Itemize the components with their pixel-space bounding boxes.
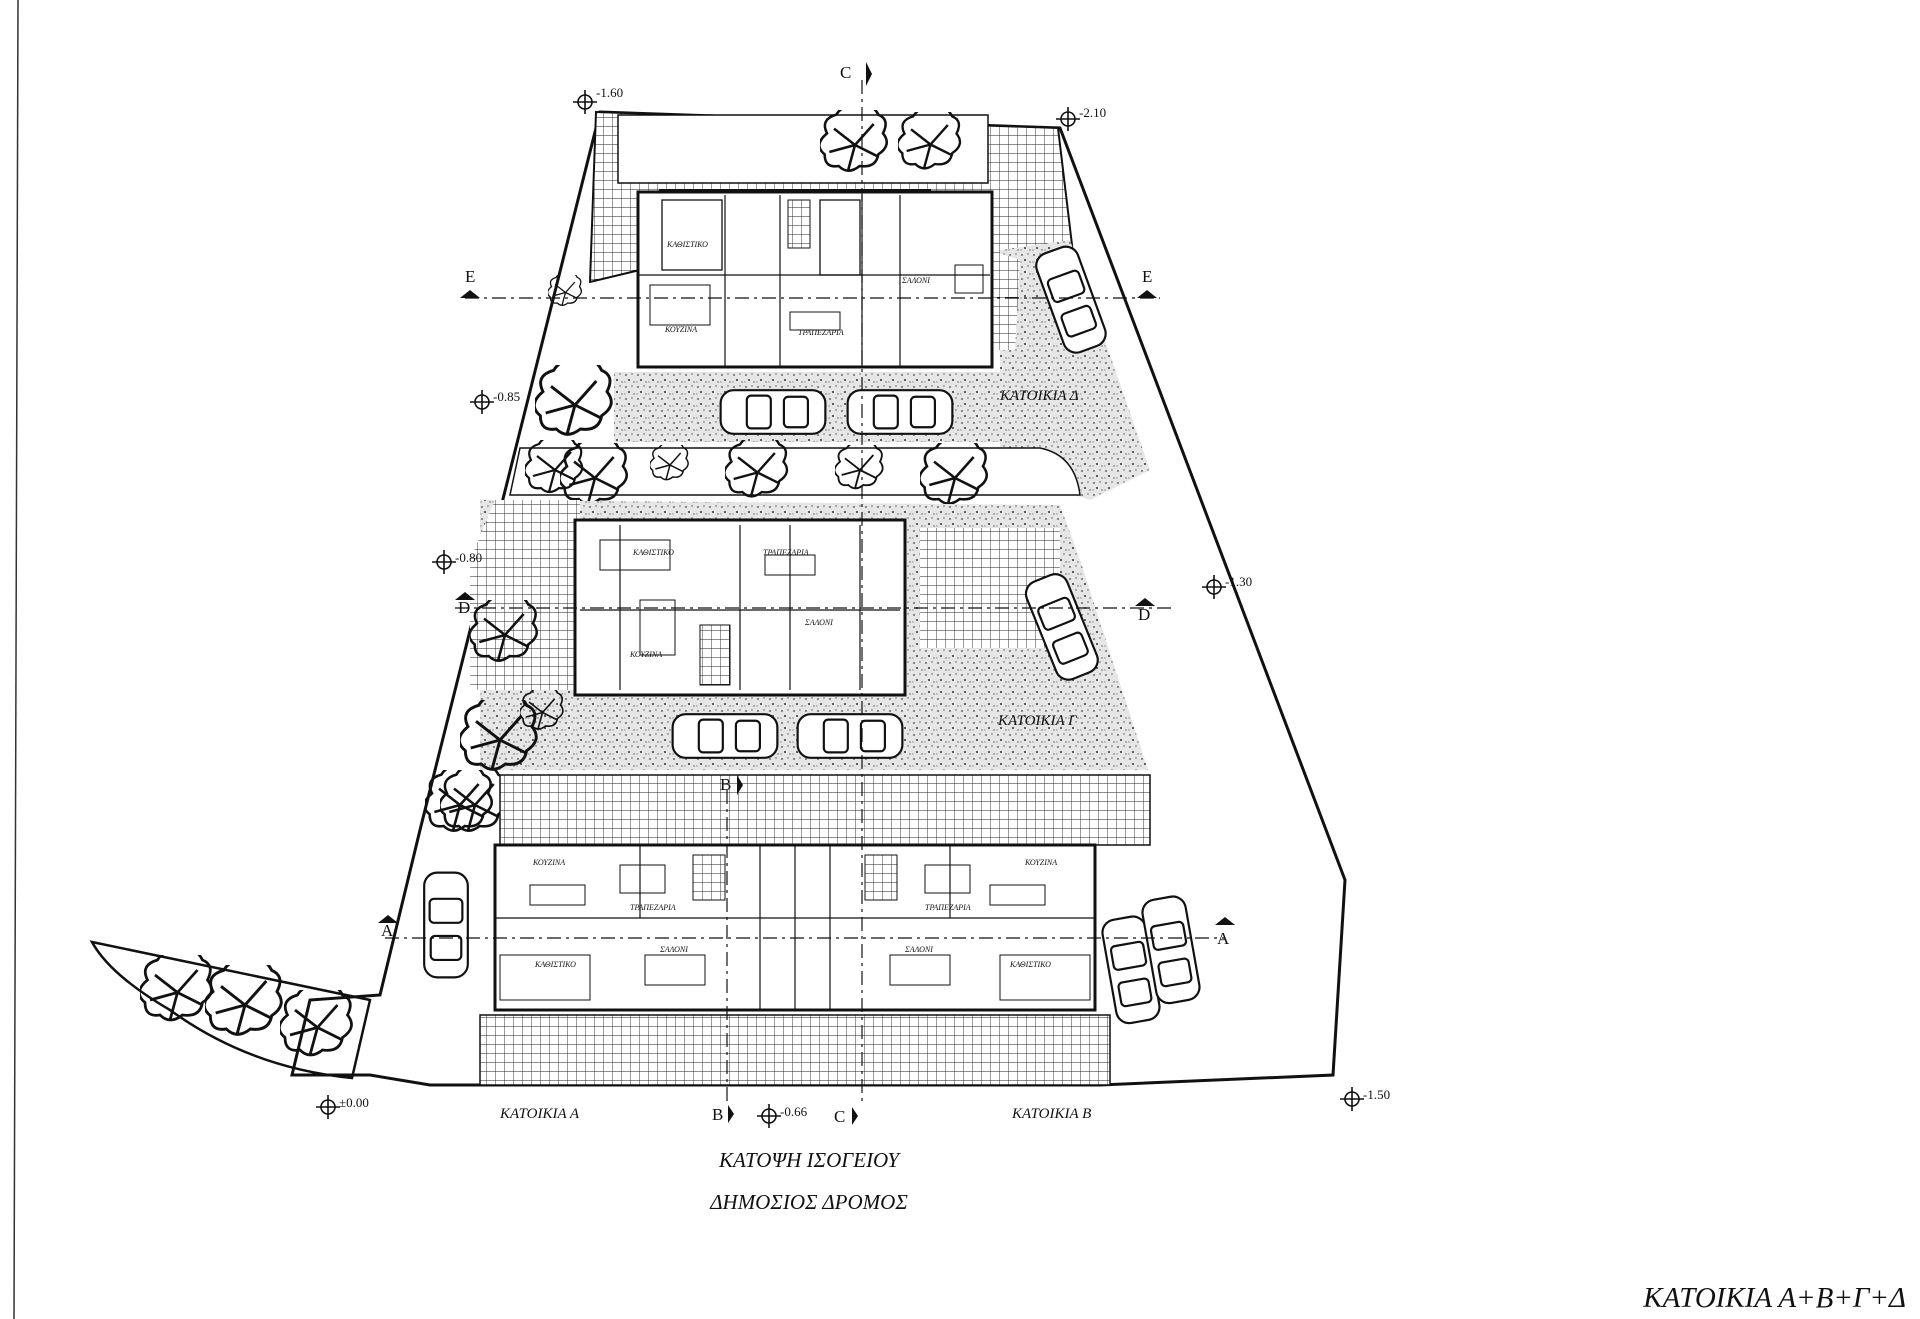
- room-label: ΚΟΥΖΙΝΑ: [532, 858, 565, 867]
- section-marker-b: B: [720, 775, 731, 794]
- level-label: -1.30: [1225, 574, 1252, 589]
- room-label: ΣΑΛΟΝΙ: [901, 276, 930, 285]
- section-marker-a: A: [1217, 929, 1230, 948]
- section-marker-d: D: [1138, 605, 1150, 624]
- room-label: ΣΑΛΟΝΙ: [804, 618, 833, 627]
- room-label: ΤΡΑΠΕΖΑΡΙΑ: [798, 328, 844, 337]
- room-label: ΚΟΥΖΙΝΑ: [1024, 858, 1057, 867]
- house-label: ΚΑΤΟΙΚΙΑ Δ: [999, 388, 1079, 404]
- house-label: ΚΑΤΟΙΚΙΑ Γ: [997, 713, 1078, 729]
- level-label: -2.10: [1079, 105, 1106, 120]
- room-label: ΤΡΑΠΕΖΑΡΙΑ: [630, 903, 676, 912]
- room-label: ΚΑΘΙΣΤΙΚΟ: [1009, 960, 1051, 969]
- garden-wedge: [89, 940, 372, 1080]
- level-label: -0.85: [493, 389, 520, 404]
- room-label: ΚΟΥΖΙΝΑ: [629, 650, 662, 659]
- drawing-title: ΚΑΤΟΨΗ ΙΣΟΓΕΙΟΥ: [718, 1148, 900, 1172]
- section-marker-b: B: [712, 1105, 723, 1124]
- room-label: ΚΑΘΙΣΤΙΚΟ: [534, 960, 576, 969]
- plot-boundary: [290, 110, 1347, 1087]
- section-marker-e: E: [465, 267, 475, 286]
- room-label: ΚΟΥΖΙΝΑ: [664, 325, 697, 334]
- houses-alpha-beta: ΚΟΥΖΙΝΑ ΤΡΑΠΕΖΑΡΙΑ ΚΑΘΙΣΤΙΚΟ ΣΑΛΟΝΙ ΚΟΥΖ…: [140, 770, 1203, 1086]
- house-label: ΚΑΤΟΙΚΙΑ Β: [1011, 1106, 1091, 1122]
- section-marker-c: C: [834, 1107, 845, 1126]
- level-markers: -1.60 -2.10 -0.85 -0.80 -1.30 ±0.00 -0.6…: [316, 85, 1390, 1128]
- level-label: -1.60: [596, 85, 623, 100]
- level-label: -0.66: [780, 1104, 808, 1119]
- road-label: ΔΗΜΟΣΙΟΣ ΔΡΟΜΟΣ: [710, 1190, 908, 1214]
- tree-strip: [509, 440, 1081, 505]
- sheet-title: ΚΑΤΟΙΚΙΑ Α+Β+Γ+Δ: [1643, 1282, 1906, 1314]
- room-label: ΚΑΘΙΣΤΙΚΟ: [666, 240, 708, 249]
- room-label: ΤΡΑΠΕΖΑΡΙΑ: [925, 903, 971, 912]
- section-marker-c: C: [840, 63, 851, 82]
- level-label: ±0.00: [339, 1095, 369, 1110]
- level-label: -1.50: [1363, 1087, 1390, 1102]
- house-label: ΚΑΤΟΙΚΙΑ Α: [499, 1106, 580, 1122]
- house-delta: ΚΑΘΙΣΤΙΚΟ ΚΟΥΖΙΝΑ ΤΡΑΠΕΖΑΡΙΑ ΣΑΛΟΝΙ ΚΑΤΟ…: [535, 110, 1150, 500]
- level-label: -0.80: [455, 550, 482, 565]
- room-label: ΚΑΘΙΣΤΙΚΟ: [632, 548, 674, 557]
- section-marker-a: A: [381, 921, 394, 940]
- section-lines: [385, 80, 1225, 1105]
- section-marker-e: E: [1142, 267, 1152, 286]
- section-marker-d: D: [458, 598, 470, 617]
- room-label: ΣΑΛΟΝΙ: [904, 945, 933, 954]
- room-label: ΣΑΛΟΝΙ: [659, 945, 688, 954]
- section-markers: C E E D D B A A B C: [378, 62, 1235, 1126]
- room-label: ΤΡΑΠΕΖΑΡΙΑ: [763, 548, 809, 557]
